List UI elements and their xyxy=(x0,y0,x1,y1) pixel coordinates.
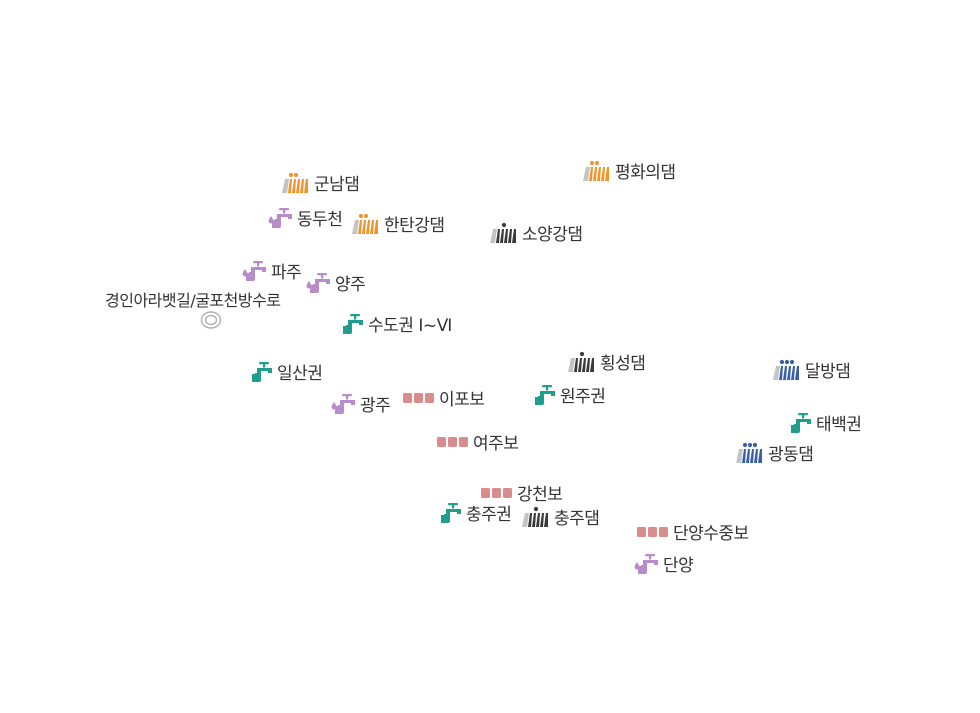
marker-hoengseong-dam[interactable]: 횡성댐 xyxy=(566,349,646,374)
marker-dalbang-dam[interactable]: 달방댐 xyxy=(771,357,851,382)
water-tap-icon xyxy=(437,502,463,524)
weir-icon xyxy=(402,391,436,405)
weir-icon xyxy=(436,435,470,449)
marker-ipo-weir[interactable]: 이포보 xyxy=(402,385,485,410)
dam-icon xyxy=(520,506,551,528)
marker-pyeonghwa-dam[interactable]: 평화의댐 xyxy=(581,158,676,183)
marker-label: 태백권 xyxy=(816,415,862,435)
marker-sudogwon[interactable]: 수도권 Ⅰ~Ⅵ xyxy=(339,311,452,336)
marker-label: 달방댐 xyxy=(805,362,851,382)
marker-gwangju[interactable]: 광주 xyxy=(331,391,391,416)
water-tap-icon xyxy=(531,384,557,406)
marker-label: 단양수중보 xyxy=(673,524,749,544)
marker-soyanggang-dam[interactable]: 소양강댐 xyxy=(488,220,583,245)
marker-chungju-dam[interactable]: 충주댐 xyxy=(520,504,600,529)
marker-gunnam-dam[interactable]: 군남댐 xyxy=(280,170,360,195)
marker-yeoju-weir[interactable]: 여주보 xyxy=(436,429,519,454)
marker-label: 광동댐 xyxy=(768,445,814,465)
water-tap-icon xyxy=(242,260,268,282)
marker-label: 단양 xyxy=(663,556,694,576)
canal-label: 경인아라뱃길/굴포천방수로 xyxy=(105,291,281,310)
dam-icon xyxy=(350,213,381,235)
marker-label: 군남댐 xyxy=(314,175,360,195)
marker-label: 소양강댐 xyxy=(522,225,583,245)
marker-label: 일산권 xyxy=(277,364,323,384)
marker-label: 원주권 xyxy=(560,387,606,407)
marker-label: 이포보 xyxy=(439,390,485,410)
water-tap-icon xyxy=(331,393,357,415)
marker-hantangang-dam[interactable]: 한탄강댐 xyxy=(350,211,445,236)
weir-icon xyxy=(480,486,514,500)
marker-label: 횡성댐 xyxy=(600,354,646,374)
marker-label: 광주 xyxy=(360,396,391,416)
marker-label: 여주보 xyxy=(473,434,519,454)
water-tap-icon xyxy=(787,412,813,434)
marker-yangju[interactable]: 양주 xyxy=(306,270,366,295)
marker-label: 수도권 Ⅰ~Ⅵ xyxy=(368,316,452,336)
marker-wonjugwon[interactable]: 원주권 xyxy=(531,382,606,407)
marker-label: 강천보 xyxy=(517,485,563,505)
water-tap-icon xyxy=(306,272,332,294)
water-tap-icon xyxy=(339,313,365,335)
dam-icon xyxy=(734,442,765,464)
dam-icon xyxy=(280,172,311,194)
marker-label: 동두천 xyxy=(297,210,343,230)
marker-label: 평화의댐 xyxy=(615,163,676,183)
marker-dongducheon[interactable]: 동두천 xyxy=(268,205,343,230)
target-ring-icon[interactable] xyxy=(200,310,222,330)
marker-label: 파주 xyxy=(271,263,302,283)
dam-icon xyxy=(771,359,802,381)
water-tap-icon xyxy=(268,207,294,229)
marker-gangcheon-weir[interactable]: 강천보 xyxy=(480,480,563,505)
marker-taebaekgwon[interactable]: 태백권 xyxy=(787,410,862,435)
marker-chungjugwon[interactable]: 충주권 xyxy=(437,500,512,525)
marker-gwangdong-dam[interactable]: 광동댐 xyxy=(734,440,814,465)
water-tap-icon xyxy=(634,553,660,575)
dam-icon xyxy=(488,222,519,244)
marker-label: 충주댐 xyxy=(554,509,600,529)
marker-ilsangwon[interactable]: 일산권 xyxy=(248,359,323,384)
dam-icon xyxy=(581,160,612,182)
water-tap-icon xyxy=(248,361,274,383)
marker-danyang[interactable]: 단양 xyxy=(634,551,694,576)
marker-paju[interactable]: 파주 xyxy=(242,258,302,283)
dam-icon xyxy=(566,351,597,373)
weir-icon xyxy=(636,525,670,539)
marker-danyang-sujung-weir[interactable]: 단양수중보 xyxy=(636,519,749,544)
marker-label: 한탄강댐 xyxy=(384,216,445,236)
marker-label: 양주 xyxy=(335,275,366,295)
marker-label: 충주권 xyxy=(466,505,512,525)
